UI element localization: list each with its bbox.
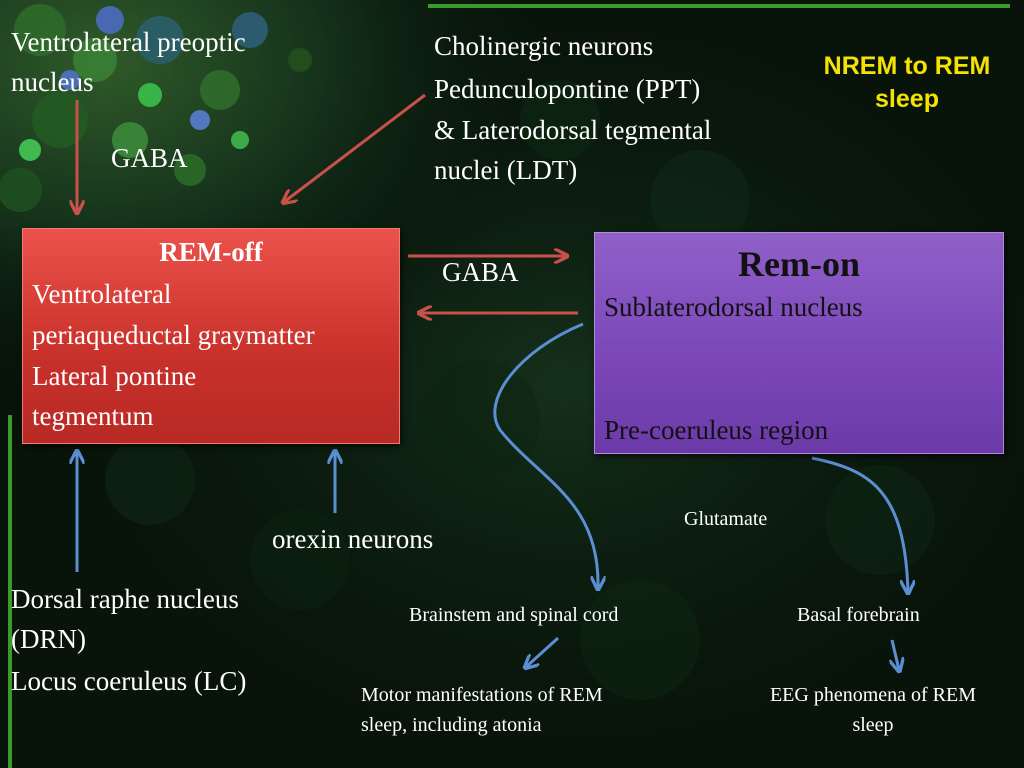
- glutamate-brainstem-curve: [493, 322, 598, 588]
- forebrain-effect-line1: EEG phenomena of REM: [769, 684, 977, 706]
- rem-on-title: Rem-on: [738, 244, 860, 284]
- vlpo-label-line1: Ventrolateral preoptic: [11, 27, 246, 57]
- forebrain-label: Basal forebrain: [797, 604, 920, 626]
- monoamine-line1: Dorsal raphe nucleus: [11, 584, 239, 614]
- rem-on-box: Rem-on Sublaterodorsal nucleus Pre-coeru…: [594, 232, 1004, 454]
- brainstem-label: Brainstem and spinal cord: [409, 604, 619, 626]
- brainstem-effect-arrow: [526, 636, 560, 667]
- mutual-transmitter: GABA: [442, 257, 519, 287]
- diagram-title: NREM to REM sleep: [823, 52, 991, 113]
- dark-foliage-texture: [105, 80, 990, 700]
- rem-off-title: REM-off: [159, 237, 263, 267]
- cholinergic-line3: & Laterodorsal tegmental: [434, 115, 712, 145]
- rem-on-line2: Pre-coeruleus region: [604, 415, 829, 445]
- cholinergic-line2: Pedunculopontine (PPT): [434, 74, 701, 104]
- vlpo-transmitter: GABA: [111, 143, 188, 173]
- forebrain-effect-line2: sleep: [852, 714, 894, 736]
- rem-off-line4: tegmentum: [32, 401, 154, 431]
- rem-off-line1: Ventrolateral: [32, 279, 172, 309]
- cholinergic-line1: Cholinergic neurons: [434, 31, 654, 61]
- brainstem-effect-line1: Motor manifestations of REM: [361, 684, 603, 706]
- cholinergic-arrow: [284, 93, 426, 202]
- leaf-cluster: [0, 4, 312, 212]
- cholinergic-line4: nuclei (LDT): [434, 155, 578, 185]
- rem-off-line3: Lateral pontine: [32, 361, 197, 391]
- forebrain-effect-arrow: [892, 639, 899, 670]
- monoamine-line2: (DRN): [11, 624, 86, 654]
- vlpo-label-line2: nucleus: [11, 67, 94, 97]
- brainstem-effect-line2: sleep, including atonia: [361, 714, 542, 736]
- rem-off-box: REM-off Ventrolateral periaqueductal gra…: [22, 228, 400, 444]
- glutamate-label: Glutamate: [684, 508, 768, 530]
- orexin-label: orexin neurons: [272, 524, 434, 554]
- glutamate-forebrain-curve: [811, 456, 908, 592]
- rem-on-line1: Sublaterodorsal nucleus: [604, 292, 863, 322]
- monoamine-line3: Locus coeruleus (LC): [11, 666, 247, 696]
- rem-off-line2: periaqueductal graymatter: [32, 320, 315, 350]
